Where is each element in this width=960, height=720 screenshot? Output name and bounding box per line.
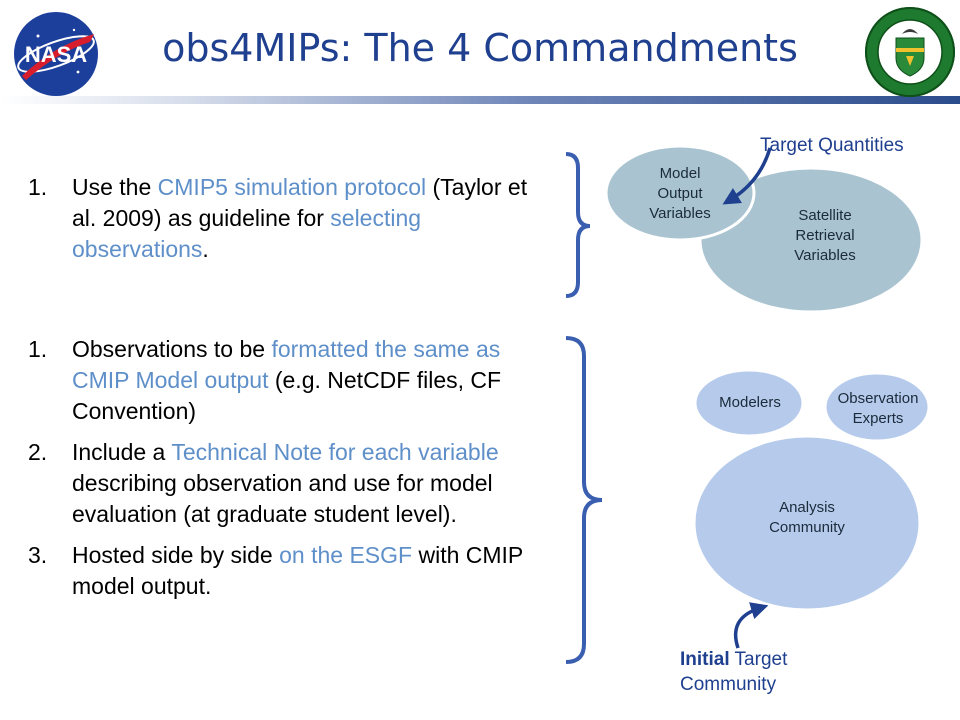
modelers-label: Modelers	[719, 394, 781, 411]
label-line: Satellite	[798, 207, 852, 224]
target-arrow	[722, 147, 772, 205]
label-line: Variables	[649, 205, 711, 222]
label-line: Retrieval	[795, 227, 855, 244]
item-text: Hosted side by side on the ESGF with CMI…	[72, 540, 548, 602]
text-run: Include a	[72, 439, 172, 465]
model-output-label: Model Output Variables	[630, 164, 730, 224]
target-quantities-label: Target Quantities	[760, 135, 904, 156]
list-item: 1. Use the CMIP5 simulation protocol (Ta…	[28, 172, 528, 265]
satellite-retrieval-label: Satellite Retrieval Variables	[770, 206, 880, 266]
commandment-block-2: 1. Observations to be formatted the same…	[28, 334, 548, 612]
list-item: 1. Observations to be formatted the same…	[28, 334, 548, 427]
modelers-circle	[693, 368, 805, 438]
initial-target-community-label: Initial Target Community	[680, 647, 787, 697]
text-run: (Taylor et al. 2009) as guideline for	[72, 174, 528, 231]
text-run: .	[202, 236, 209, 262]
highlight-text: Technical Note for each variable	[171, 439, 499, 465]
text-run: describing observation and use for model…	[72, 470, 493, 527]
model-circle	[604, 144, 756, 242]
callout-bold: Initial	[680, 649, 730, 670]
commandment-block-1: 1. Use the CMIP5 simulation protocol (Ta…	[28, 172, 528, 275]
text-run: Use the	[72, 174, 158, 200]
item-number: 1.	[28, 336, 48, 362]
label-line: Output	[657, 185, 703, 202]
highlight-text: on the ESGF	[279, 542, 413, 568]
analysis-circle	[692, 434, 922, 612]
experts-circle	[823, 371, 931, 443]
label-line: Model	[659, 165, 701, 182]
title-divider	[0, 96, 960, 104]
doe-seal-icon	[865, 7, 955, 97]
bracket-1	[565, 152, 591, 298]
label-line: Experts	[852, 410, 904, 427]
item-text: Observations to be formatted the same as…	[72, 334, 548, 427]
item-text: Use the CMIP5 simulation protocol (Taylo…	[72, 172, 528, 265]
label-line: Analysis	[779, 499, 835, 516]
highlight-text: CMIP5 simulation protocol	[157, 174, 427, 200]
label-line: Community	[769, 519, 845, 536]
community-arrow	[733, 602, 769, 649]
item-number: 1.	[28, 174, 48, 200]
text-run: Hosted side by side	[72, 542, 280, 568]
observation-experts-label: Observation Experts	[824, 389, 932, 429]
list-item: 3. Hosted side by side on the ESGF with …	[28, 540, 548, 602]
item-number: 3.	[28, 542, 48, 568]
callout-text: Target	[729, 649, 788, 670]
bracket-2	[565, 336, 603, 664]
item-text: Include a Technical Note for each variab…	[72, 437, 548, 530]
satellite-circle	[698, 166, 924, 314]
callout-text: Community	[680, 674, 777, 695]
analysis-community-label: Analysis Community	[747, 498, 867, 538]
item-number: 2.	[28, 439, 48, 465]
text-run: (e.g. NetCDF files, CF Convention)	[72, 367, 502, 424]
highlight-text: selecting observations	[72, 205, 422, 262]
text-run: with CMIP model output.	[72, 542, 523, 599]
label-line: Variables	[794, 247, 856, 264]
text-run: Observations to be	[72, 336, 272, 362]
label-line: Observation	[837, 390, 919, 407]
page-title: obs4MIPs: The 4 Commandments	[162, 26, 798, 70]
nasa-logo-icon: NASA	[14, 12, 98, 96]
highlight-text: formatted the same as CMIP Model output	[72, 336, 501, 393]
list-item: 2. Include a Technical Note for each var…	[28, 437, 548, 530]
nasa-logo-text: NASA	[25, 42, 87, 67]
